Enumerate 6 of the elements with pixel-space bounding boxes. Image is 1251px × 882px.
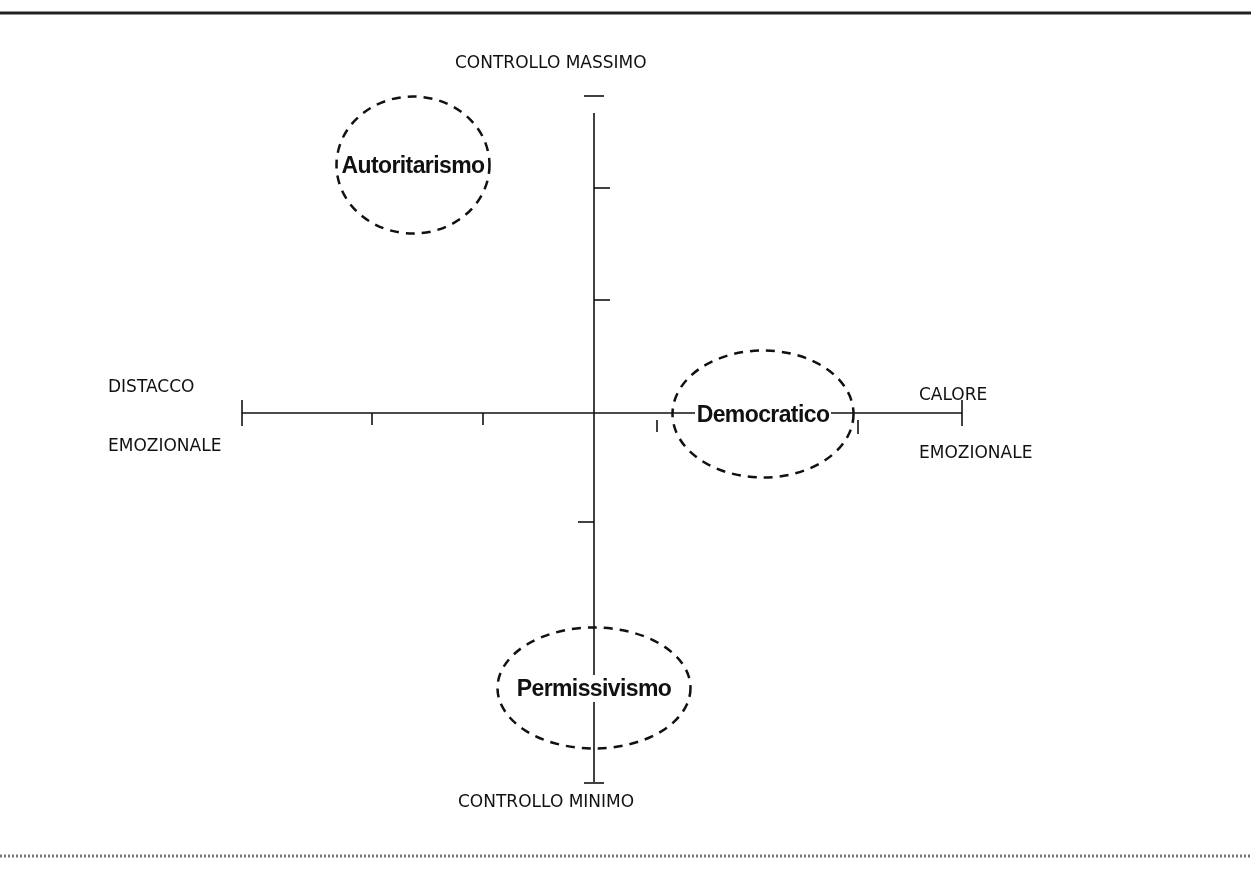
axis-label: EMOZIONALE <box>919 442 1033 462</box>
axis-label: CONTROLLO MASSIMO <box>455 52 647 72</box>
axis-label: CONTROLLO MINIMO <box>458 791 635 811</box>
axis-label: EMOZIONALE <box>108 435 222 455</box>
axis-label: CALORE <box>919 384 988 404</box>
axis-label: DISTACCO <box>108 376 195 396</box>
